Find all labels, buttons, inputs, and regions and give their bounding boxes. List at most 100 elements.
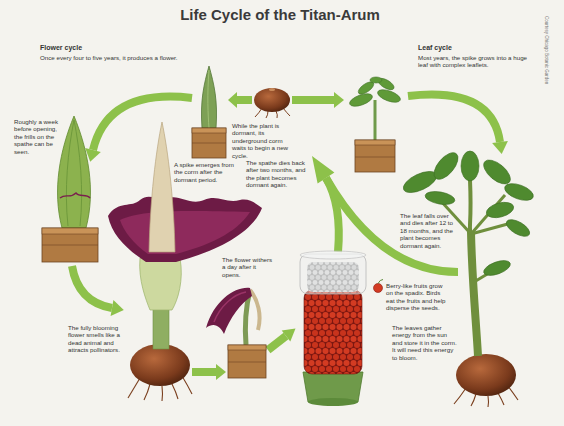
- mature-leaf-plant: [504, 216, 533, 239]
- cycle-arrow: [72, 266, 112, 308]
- cycle-arrow: [268, 336, 286, 350]
- arrow-head: [334, 92, 344, 108]
- credit-line: Courtesy Chicago Botanic Garden: [544, 16, 549, 84]
- blooming-flower: [144, 384, 150, 400]
- mature-leaf-plant: [498, 393, 504, 405]
- blooming-flower: [182, 376, 192, 394]
- dormant-corm: [266, 111, 268, 118]
- dormant-corm: [283, 108, 290, 116]
- blooming-flower: [149, 122, 175, 252]
- arrow-head: [85, 92, 508, 380]
- bud-in-pot: [42, 228, 98, 234]
- bud-in-pot: [66, 120, 74, 226]
- spike-in-pot: [192, 66, 226, 158]
- spike-in-pot: [192, 143, 226, 144]
- mature-leaf-plant: [430, 149, 463, 184]
- cycle-note: Most years, the spike grows into a huge …: [418, 54, 538, 69]
- young-leaf-plant: [355, 157, 395, 158]
- stage-caption: A spike emerges from the corm after the …: [174, 161, 236, 183]
- blooming-flower: [140, 258, 182, 310]
- blooming-flower: [153, 305, 169, 349]
- diagram-title: Life Cycle of the Titan-Arum: [0, 6, 562, 24]
- mature-leaf-plant: [508, 386, 518, 400]
- withered-flower: [206, 288, 266, 378]
- bud-in-pot: [74, 120, 82, 226]
- spike-in-pot: [192, 128, 226, 133]
- fruiting-spadix: [300, 251, 383, 406]
- blooming-flower: [130, 344, 190, 386]
- stage-caption: Berry-like fruits grow on the spadix. Bi…: [386, 282, 448, 312]
- mature-leaf-plant: [482, 258, 512, 279]
- arrow-head: [282, 329, 296, 342]
- mature-leaf-plant: [461, 151, 479, 181]
- fruiting-spadix: [300, 251, 366, 259]
- arrow-head: [216, 364, 226, 380]
- young-leaf-plant: [376, 87, 402, 105]
- bud-in-pot: [60, 193, 90, 198]
- blooming-flower: [172, 384, 178, 399]
- stage-caption: Roughly a week before opening, the frill…: [14, 118, 62, 155]
- cycle-arrow: [192, 368, 216, 376]
- spike-in-pot: [192, 128, 226, 158]
- arrow-head: [228, 92, 237, 108]
- stage-caption: The flower withers a day after it opens.: [222, 256, 274, 278]
- cycle-arrow: [408, 94, 500, 142]
- stage-caption: The leaves gather energy from the sun an…: [392, 324, 458, 361]
- stage-caption: While the plant is dormant, its undergro…: [232, 122, 298, 159]
- mature-leaf-plant: [424, 189, 456, 206]
- dormant-corm: [254, 88, 290, 118]
- bud-in-pot: [42, 228, 98, 262]
- cycle-note: Once every four to five years, it produc…: [40, 54, 190, 61]
- young-leaf-plant: [348, 76, 402, 109]
- young-leaf-plant: [355, 140, 395, 145]
- mature-leaf-plant: [471, 394, 476, 406]
- cycle-heading: Leaf cycle: [418, 44, 538, 52]
- arrow-head: [492, 141, 508, 154]
- fruiting-spadix: [374, 284, 383, 293]
- young-leaf-plant: [348, 76, 402, 172]
- blooming-flower: [108, 197, 262, 262]
- dormant-corm: [276, 111, 277, 118]
- mature-leaf-plant: [456, 354, 516, 396]
- withered-flower: [228, 345, 266, 350]
- spike-in-pot: [208, 70, 209, 128]
- bud-in-pot: [42, 245, 98, 246]
- fruiting-spadix: [304, 290, 362, 374]
- stage-caption: The spathe dies back after two months, a…: [246, 159, 310, 189]
- young-leaf-plant: [374, 100, 377, 140]
- dormant-corm: [269, 88, 275, 91]
- fruiting-spadix: [378, 280, 383, 284]
- cycle-heading: Flower cycle: [40, 44, 190, 52]
- arrow-head: [312, 156, 334, 183]
- young-leaf-plant: [370, 77, 382, 83]
- blooming-flower: [161, 386, 163, 401]
- mature-leaf-plant: [470, 180, 471, 234]
- fruiting-spadix: [300, 254, 366, 294]
- cycle-arrow: [292, 96, 334, 104]
- cycle-arrow: [93, 97, 192, 150]
- stage-caption: The leaf falls over and dies after 12 to…: [400, 212, 458, 249]
- withered-flower: [228, 362, 266, 363]
- mature-leaf-plant: [400, 149, 535, 279]
- blooming-flower: [128, 378, 140, 398]
- fruiting-spadix: [308, 398, 358, 406]
- mature-leaf-plant: [480, 156, 515, 189]
- withered-flower: [214, 292, 246, 322]
- withered-flower: [206, 288, 252, 334]
- arrow-head: [111, 300, 124, 316]
- mature-leaf-plant: [440, 195, 515, 282]
- withered-flower: [228, 345, 266, 378]
- mature-leaf-plant: [471, 232, 478, 356]
- spike-in-pot: [201, 66, 216, 128]
- blooming-flower: [120, 211, 250, 254]
- mature-leaf-plant: [487, 396, 489, 407]
- stage-caption: The fully blooming flower smells like a …: [68, 324, 128, 354]
- cycle-arrow: [72, 94, 500, 372]
- fruiting-spadix: [303, 372, 363, 402]
- mature-leaf-plant: [400, 149, 535, 407]
- dormant-corm: [254, 88, 290, 112]
- cycle-arrow: [236, 96, 252, 104]
- mature-leaf-plant: [454, 388, 466, 404]
